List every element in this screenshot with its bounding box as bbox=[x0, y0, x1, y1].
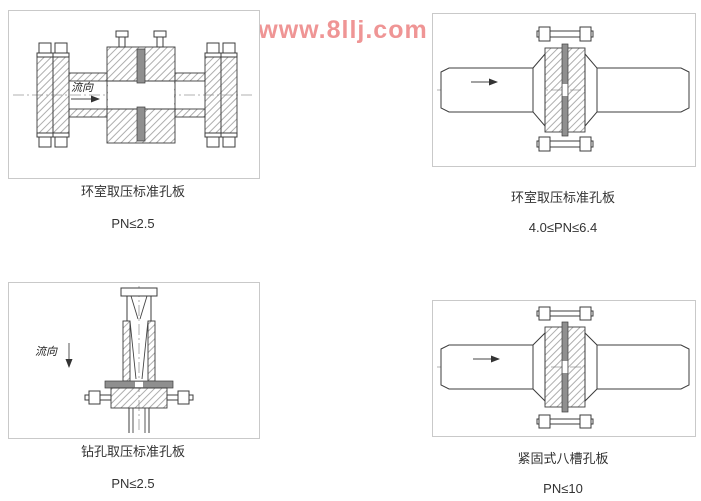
left-hub bbox=[532, 52, 546, 128]
drawing-frame-bottom-left: 流向 bbox=[8, 282, 260, 439]
body-tube bbox=[122, 320, 156, 382]
stud-bolts-icon bbox=[536, 306, 594, 429]
right-bolts-icon bbox=[204, 42, 238, 148]
figure-rating: PN≤2.5 bbox=[111, 216, 155, 231]
figure-rating: 4.0≤PN≤6.4 bbox=[528, 220, 598, 235]
center-flange-assembly bbox=[544, 43, 586, 137]
watermark-text: www.8llj.com bbox=[258, 16, 428, 44]
left-hub bbox=[532, 331, 546, 403]
orifice-bore bbox=[135, 381, 143, 388]
top-fitting bbox=[120, 287, 158, 321]
right-hub bbox=[584, 52, 598, 128]
orifice-plate bbox=[136, 48, 146, 84]
technical-drawing-drilled-tap-orifice: 流向 bbox=[35, 286, 194, 433]
left-pipe bbox=[440, 344, 534, 390]
right-pipe bbox=[596, 67, 690, 113]
right-hub bbox=[584, 331, 598, 403]
center-flange-assembly bbox=[544, 321, 586, 413]
figure-caption: 环室取压标准孔板 bbox=[80, 184, 185, 199]
stud-bolts-icon bbox=[536, 26, 594, 152]
drawing-frame-top-left: 流向 bbox=[8, 10, 260, 179]
left-flange bbox=[36, 56, 70, 134]
right-flange bbox=[204, 56, 238, 134]
right-pipe bbox=[596, 344, 690, 390]
technical-drawing-ring-chamber-orifice-pn25: 流向 bbox=[13, 30, 253, 148]
figure-caption: 钻孔取压标准孔板 bbox=[80, 444, 185, 459]
figure-rating: PN≤2.5 bbox=[111, 476, 155, 491]
bottom-pipe bbox=[128, 408, 150, 433]
ring-chamber-assembly bbox=[106, 30, 176, 144]
drawing-frame-top-right bbox=[432, 13, 696, 167]
technical-drawing-ring-chamber-orifice-pn64 bbox=[437, 26, 690, 152]
flow-direction-label: 流向 bbox=[35, 345, 58, 358]
drawing-frame-bottom-right bbox=[432, 300, 696, 437]
figure-caption: 紧固式八槽孔板 bbox=[517, 451, 609, 466]
figure-caption: 环室取压标准孔板 bbox=[510, 190, 615, 205]
left-bolts-icon bbox=[36, 42, 70, 148]
technical-drawing-clamped-eight-slot-orifice bbox=[437, 306, 690, 429]
flow-direction-label: 流向 bbox=[71, 81, 94, 94]
bottom-flange bbox=[84, 387, 194, 409]
figure-rating: PN≤10 bbox=[543, 481, 583, 496]
left-pipe bbox=[440, 67, 534, 113]
orifice-plate bbox=[136, 106, 146, 142]
